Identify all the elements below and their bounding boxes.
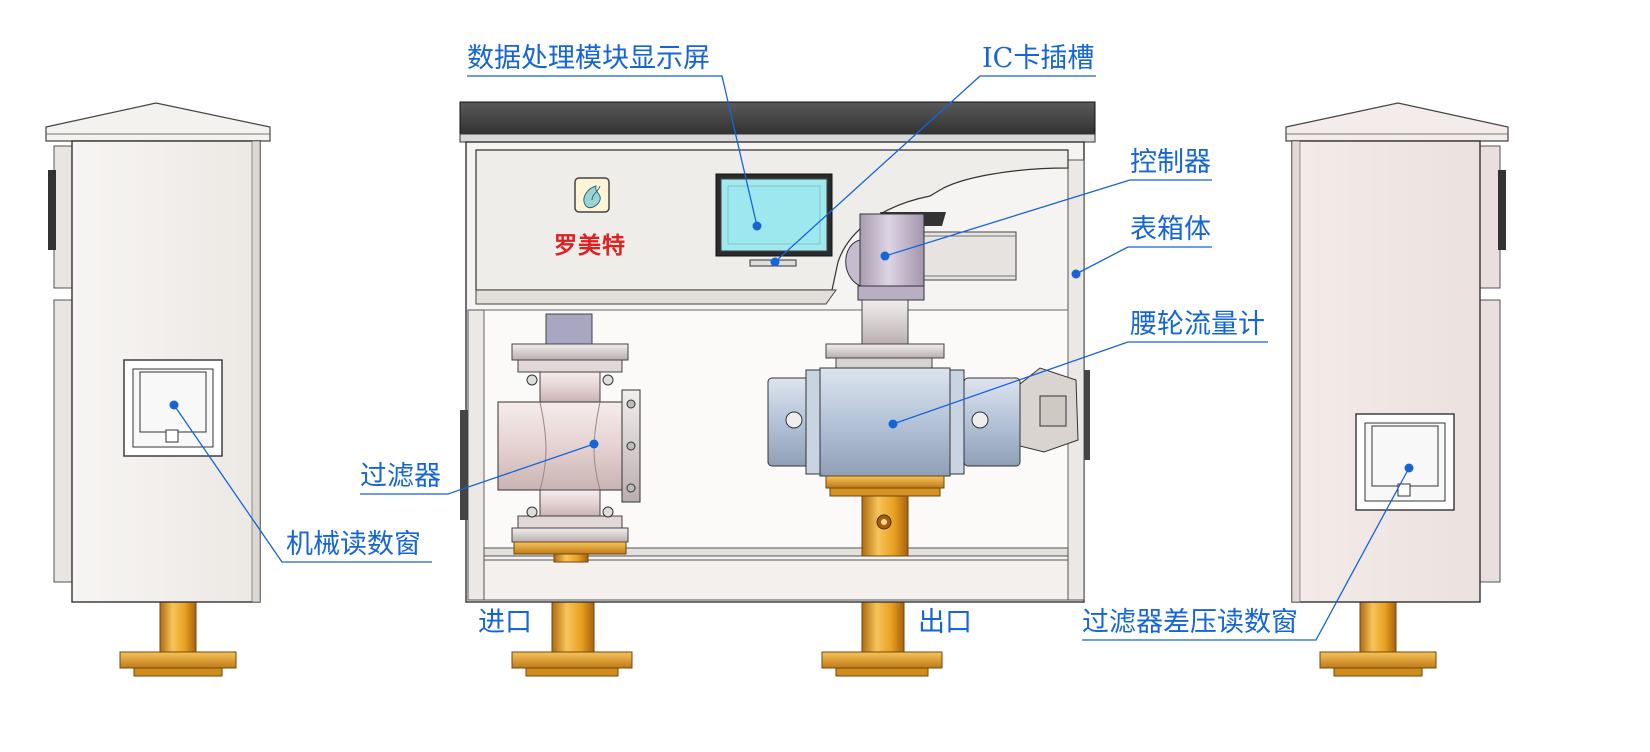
leader-ic-card-slot bbox=[774, 75, 1096, 263]
label-filter: 过滤器 bbox=[360, 461, 441, 492]
outlet-pipe bbox=[861, 601, 905, 655]
roots-flowmeter bbox=[767, 343, 1079, 557]
right-cabinet-flange bbox=[1319, 651, 1437, 669]
right-cabinet-pipe bbox=[1359, 601, 1397, 655]
leader-roots-flowmeter bbox=[892, 341, 1268, 425]
left-cabinet-flange bbox=[119, 651, 237, 669]
label-outlet: 出口 bbox=[918, 607, 972, 638]
leader-display-screen bbox=[467, 75, 758, 227]
label-inlet: 进口 bbox=[478, 607, 532, 638]
brand-name: 罗美特 bbox=[554, 232, 626, 259]
leader-filter bbox=[360, 443, 595, 495]
leader-controller bbox=[884, 179, 1212, 257]
controller bbox=[845, 212, 1017, 301]
left-cabinet bbox=[45, 102, 271, 677]
filter-assembly bbox=[497, 313, 641, 563]
right-cabinet-roof bbox=[1285, 102, 1509, 142]
label-meter-box: 表箱体 bbox=[1130, 214, 1211, 245]
leader-filter-dp-window bbox=[1082, 467, 1410, 641]
leader-mechanical-window bbox=[173, 404, 432, 563]
left-cabinet-pipe bbox=[159, 601, 197, 655]
label-mechanical-window: 机械读数窗 bbox=[286, 529, 421, 560]
brand-logo-icon bbox=[574, 177, 610, 213]
left-cabinet-roof bbox=[45, 102, 271, 142]
leader-lines bbox=[173, 75, 1410, 641]
display-screen bbox=[715, 173, 833, 257]
label-filter-dp-window: 过滤器差压读数窗 bbox=[1082, 607, 1298, 638]
inlet-pipe bbox=[551, 601, 595, 655]
leader-dots bbox=[169, 221, 1414, 473]
meter-box: 罗美特 bbox=[459, 101, 1096, 677]
label-roots-flowmeter: 腰轮流量计 bbox=[1130, 309, 1265, 340]
label-display-screen: 数据处理模块显示屏 bbox=[467, 43, 710, 74]
right-cabinet bbox=[1285, 102, 1509, 677]
leader-meter-box bbox=[1075, 246, 1212, 275]
label-controller: 控制器 bbox=[1130, 147, 1211, 178]
label-ic-card-slot: IC卡插槽 bbox=[982, 43, 1095, 74]
right-cabinet-body bbox=[1291, 140, 1481, 603]
inlet-flange bbox=[511, 651, 633, 669]
outlet-flange bbox=[821, 651, 943, 669]
